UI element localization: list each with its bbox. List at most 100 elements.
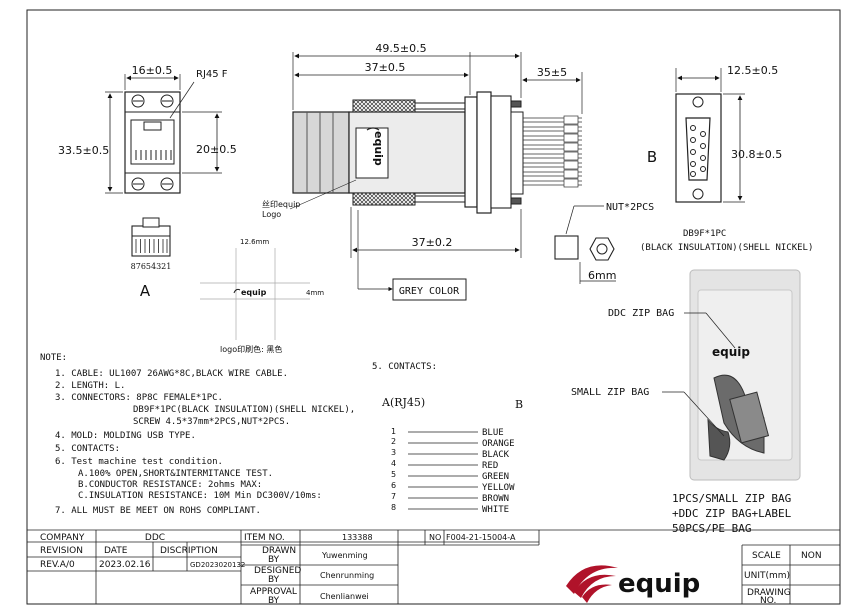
wire-color: ORANGE <box>482 439 515 449</box>
note-line: 1. CABLE: UL1007 26AWG*8C,BLACK WIRE CAB… <box>55 369 288 379</box>
wire-color: GREEN <box>482 472 509 482</box>
view-b-desc-2: (BLACK INSULATION)(SHELL NICKEL) <box>640 243 813 253</box>
date-label: DATE <box>104 546 128 556</box>
view-b-db9: 12.5±0.5 30.8±0.5 <box>675 64 782 203</box>
wire-color: YELLOW <box>482 483 515 493</box>
small-zip-bag-label: SMALL ZIP BAG <box>571 387 649 398</box>
silk-label-cn: 丝印equip <box>262 199 300 209</box>
scale-value: NON <box>801 551 822 561</box>
contacts-title: 5. CONTACTS: <box>372 362 437 372</box>
unit-label: UNIT(mm) <box>744 571 790 581</box>
company-label: COMPANY <box>40 533 85 543</box>
view-b-label: B <box>647 148 657 166</box>
view-a-width-dim: 16±0.5 <box>132 64 173 77</box>
grey-color-label: GREY COLOR <box>399 286 460 297</box>
view-b-desc-1: DB9F*1PC <box>683 229 726 239</box>
db9-shell <box>685 117 711 181</box>
contacts-col-a: A(RJ45) <box>381 396 425 409</box>
brand-wordmark: equip <box>618 569 700 599</box>
discription-value: GD2023020132 <box>190 561 245 569</box>
body-length-dim: 37±0.5 <box>365 61 406 74</box>
contacts-block: 5. CONTACTS: A(RJ45) B 1 2 3 4 5 6 7 8 B… <box>372 362 523 515</box>
wire-color: BLACK <box>482 450 510 460</box>
designed-by-value: Chenrunming <box>320 571 374 580</box>
sheet-border <box>26 9 841 605</box>
drawing-no-label-2: NO. <box>760 596 776 606</box>
pin-number: 4 <box>391 459 396 468</box>
view-b-height-dim: 30.8±0.5 <box>731 148 782 161</box>
side-view-assembly: equip <box>292 91 582 214</box>
note-line: 4. MOLD: MOLDING USB TYPE. <box>55 431 196 441</box>
nut-side <box>554 235 579 260</box>
designed-by-label: DESIGNED <box>254 566 301 576</box>
logo-detail-text: equip <box>241 288 267 297</box>
view-a-rj45-front: 16±0.5 RJ45 F 33.5±0.5 20±0.5 <box>58 64 237 194</box>
logo-height-dim: 4mm <box>306 289 324 297</box>
ddc-zip-bag-label: DDC ZIP BAG <box>608 308 674 319</box>
drawn-by-label-2: BY <box>268 555 280 565</box>
drawn-by-value: Yuwenming <box>321 551 368 560</box>
title-block <box>27 529 840 604</box>
pin-number: 5 <box>391 470 396 479</box>
nut-size: 6mm <box>588 269 616 282</box>
note-line: 3. CONNECTORS: 8P8C FEMALE*1PC. <box>55 393 223 403</box>
approval-by-label-2: BY <box>268 596 280 606</box>
contacts-col-b: B <box>515 398 523 411</box>
pin-number: 2 <box>391 437 396 446</box>
notes-block: NOTE: 1. CABLE: UL1007 26AWG*8C,BLACK WI… <box>40 353 355 516</box>
approval-by-value: Chenlianwei <box>320 592 369 601</box>
view-b-width-dim: 12.5±0.5 <box>727 64 778 77</box>
note-line: 7. ALL MUST BE MEET ON ROHS COMPLIANT. <box>55 506 261 516</box>
ddc-zip-bag <box>697 289 793 461</box>
equip-brand-logo: equip <box>566 565 700 603</box>
body-logo-plate <box>355 127 389 179</box>
drawing-no-label: DRAWING <box>747 588 791 598</box>
drawn-by-label: DRAWN <box>262 546 296 556</box>
rj45-pin-view: 87654321 <box>131 217 172 271</box>
company-value: DDC <box>145 533 165 543</box>
pin-numbers: 87654321 <box>131 262 172 271</box>
logo-caption: logo印刷色: 黑色 <box>220 344 282 354</box>
pin-number: 3 <box>391 448 396 457</box>
screw-knurl-bottom <box>352 192 416 206</box>
approval-by-label: APPROVAL <box>250 587 297 597</box>
pin-number: 1 <box>391 427 396 436</box>
pin-number: 6 <box>391 481 396 490</box>
view-a-label: A <box>140 282 151 300</box>
db9-flange <box>464 96 478 208</box>
packaging-line: 1PCS/SMALL ZIP BAG <box>672 492 791 505</box>
no-label: NO <box>429 533 441 542</box>
packaging-line: 50PCS/PE BAG <box>672 522 751 535</box>
note-line: B.CONDUCTOR RESISTANCE: 2ohms MAX: <box>78 480 262 490</box>
date-value: 2023.02.16 <box>99 560 151 570</box>
wire-terminals <box>563 115 579 188</box>
logo-detail: 12.6mm 4mm equip logo印刷色: 黑色 <box>200 238 324 354</box>
wire-color: BLUE <box>482 428 504 438</box>
discription-label: DISCRIPTION <box>160 546 218 556</box>
note-line: C.INSULATION RESISTANCE: 10M Min DC300V/… <box>78 491 322 501</box>
nut-label: NUT*2PCS <box>606 202 654 213</box>
notes-title: NOTE: <box>40 353 67 363</box>
designed-by-label-2: BY <box>268 575 280 585</box>
rj45-contacts <box>135 150 172 160</box>
item-no-label: ITEM NO. <box>244 533 285 543</box>
note-line: DB9F*1PC(BLACK INSULATION)(SHELL NICKEL)… <box>133 405 355 415</box>
pin-number: 7 <box>391 492 396 501</box>
wire-length-dim: 35±5 <box>537 66 567 79</box>
total-length-dim: 49.5±0.5 <box>375 42 426 55</box>
lower-length-dim: 37±0.2 <box>412 236 453 249</box>
silk-label-en: Logo <box>262 210 281 219</box>
logo-width-dim: 12.6mm <box>240 238 269 246</box>
bag-logo: equip <box>712 345 750 359</box>
view-a-port-dim: 20±0.5 <box>196 143 237 156</box>
revision-label: REVISION <box>40 546 83 556</box>
packaging-photo: equip <box>689 269 801 481</box>
item-no-value: 133388 <box>342 533 373 542</box>
wire-color: RED <box>482 461 498 471</box>
revision-value: REV.A/0 <box>40 560 75 570</box>
note-line: 6. Test machine test condition. <box>55 457 223 467</box>
pin-number: 8 <box>391 503 396 512</box>
view-a-height-dim: 33.5±0.5 <box>58 144 109 157</box>
screw-knurl-top <box>352 99 416 113</box>
